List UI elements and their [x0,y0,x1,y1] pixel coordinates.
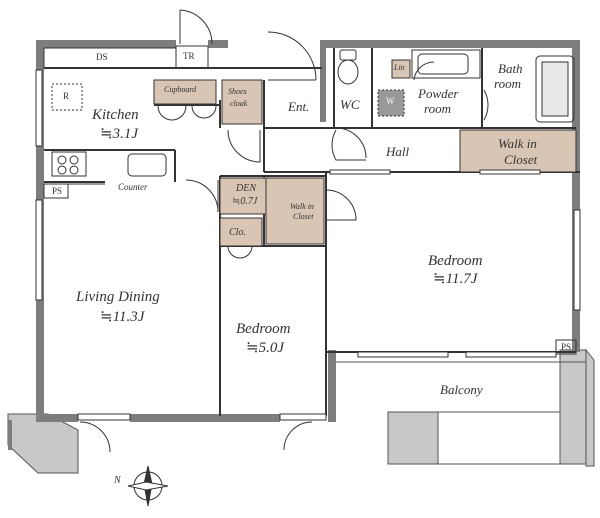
bedroom-large-size: ≒11.7J [433,271,478,287]
ps-left-label: PS [52,186,63,196]
living-size: ≒11.3J [100,309,145,325]
entrance-door [267,31,317,81]
walk-in-small-1: Walk in [290,202,314,211]
fixtures [43,45,577,355]
washer-label: W [386,96,395,106]
wc-label: WC [340,97,360,112]
living-name: Living Dining [76,289,160,305]
bedroom-large-name: Bedroom [428,253,483,269]
kitchen-door [227,129,261,163]
storage-fills [153,79,577,247]
tr-box [175,45,209,69]
ps-right-label: PS [561,342,572,352]
ds-label: DS [96,52,108,62]
ds-box [43,47,177,69]
balcony-area [7,348,595,474]
tr-door [179,9,213,45]
powder-label-2: room [424,101,451,116]
ps-right-box [555,339,577,355]
closet-door [227,245,253,259]
cloak-label: cloak [230,99,248,108]
balcony-door-left [79,421,111,453]
balcony-label: Balcony [440,382,483,397]
walk-in-closet-small-fill [265,177,325,245]
den-size: ≒0.7J [232,196,258,207]
balcony-door-right [283,421,313,451]
cupboard-doors [157,105,217,121]
powder-label-1: Powder [418,86,459,101]
vanity-counter [411,49,481,79]
doors [79,9,489,453]
stove [51,151,87,177]
shoes-cloak-fill [221,79,263,125]
kitchen-size: ≒3.1J [100,126,138,142]
walk-in-large-1: Walk in [498,136,537,151]
walkin-small-door [325,189,357,221]
shoes-label: Shoes [228,87,247,96]
compass-north-label: N [114,475,121,486]
walk-in-small-2: Closet [293,212,314,221]
closet-fill [219,217,263,247]
entrance-label: Ent. [288,99,310,114]
bath-door [483,89,489,121]
walk-in-large-2: Closet [504,152,538,167]
linen-box [391,59,411,79]
counter-label: Counter [118,182,148,192]
bath-label-2: room [494,76,521,91]
bath-label-1: Bath [498,61,523,76]
kitchen-name: Kitchen [92,107,139,123]
den-name: DEN [236,183,256,194]
cupboard-fill [153,79,217,105]
washer-box [377,89,405,117]
hall-label: Hall [386,144,410,159]
fridge-label: R [63,91,70,101]
hall-door [331,129,366,161]
bathtub [535,55,575,123]
ps-left-box [43,183,69,199]
toilet [337,59,359,85]
powder-door [413,61,435,81]
bedroom-small-size: ≒5.0J [246,340,284,356]
walk-in-closet-large-fill [459,129,577,173]
wc-door [335,127,367,159]
compass-rose [127,465,169,507]
windows [35,69,581,421]
closet-label: Clo. [229,227,246,238]
cupboard-label: Cupboard [164,85,197,94]
den-door [185,179,219,213]
linen-label: Lin [394,63,405,72]
bedroom-small-name: Bedroom [236,321,291,337]
kitchen-sink [127,153,167,177]
tr-label: TR [183,51,195,61]
